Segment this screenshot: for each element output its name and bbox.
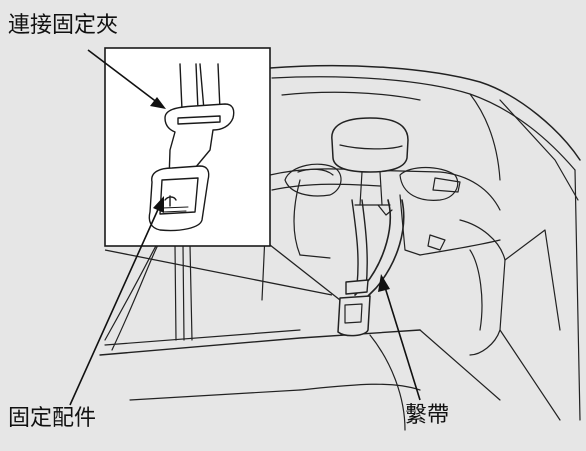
tether-clip-arrowhead	[150, 97, 166, 109]
car-interior-illustration	[99, 64, 581, 431]
tether-strap-label: 繫帶	[405, 403, 450, 428]
inset-detail-box	[104, 47, 271, 247]
anchor-fitting-leader	[69, 204, 161, 406]
anchor-fitting-label: 固定配件	[8, 406, 97, 431]
leader-arrowheads	[150, 97, 390, 292]
tether-strap-leader	[383, 283, 421, 401]
anchor-fitting-arrowhead	[153, 196, 164, 213]
tether-clip-leader	[87, 49, 159, 104]
tether-clip-label: 連接固定夾	[8, 13, 119, 38]
zoom-callout-lines	[104, 244, 341, 301]
tether-strap-arrowhead	[378, 274, 390, 292]
leader-lines	[69, 49, 421, 406]
